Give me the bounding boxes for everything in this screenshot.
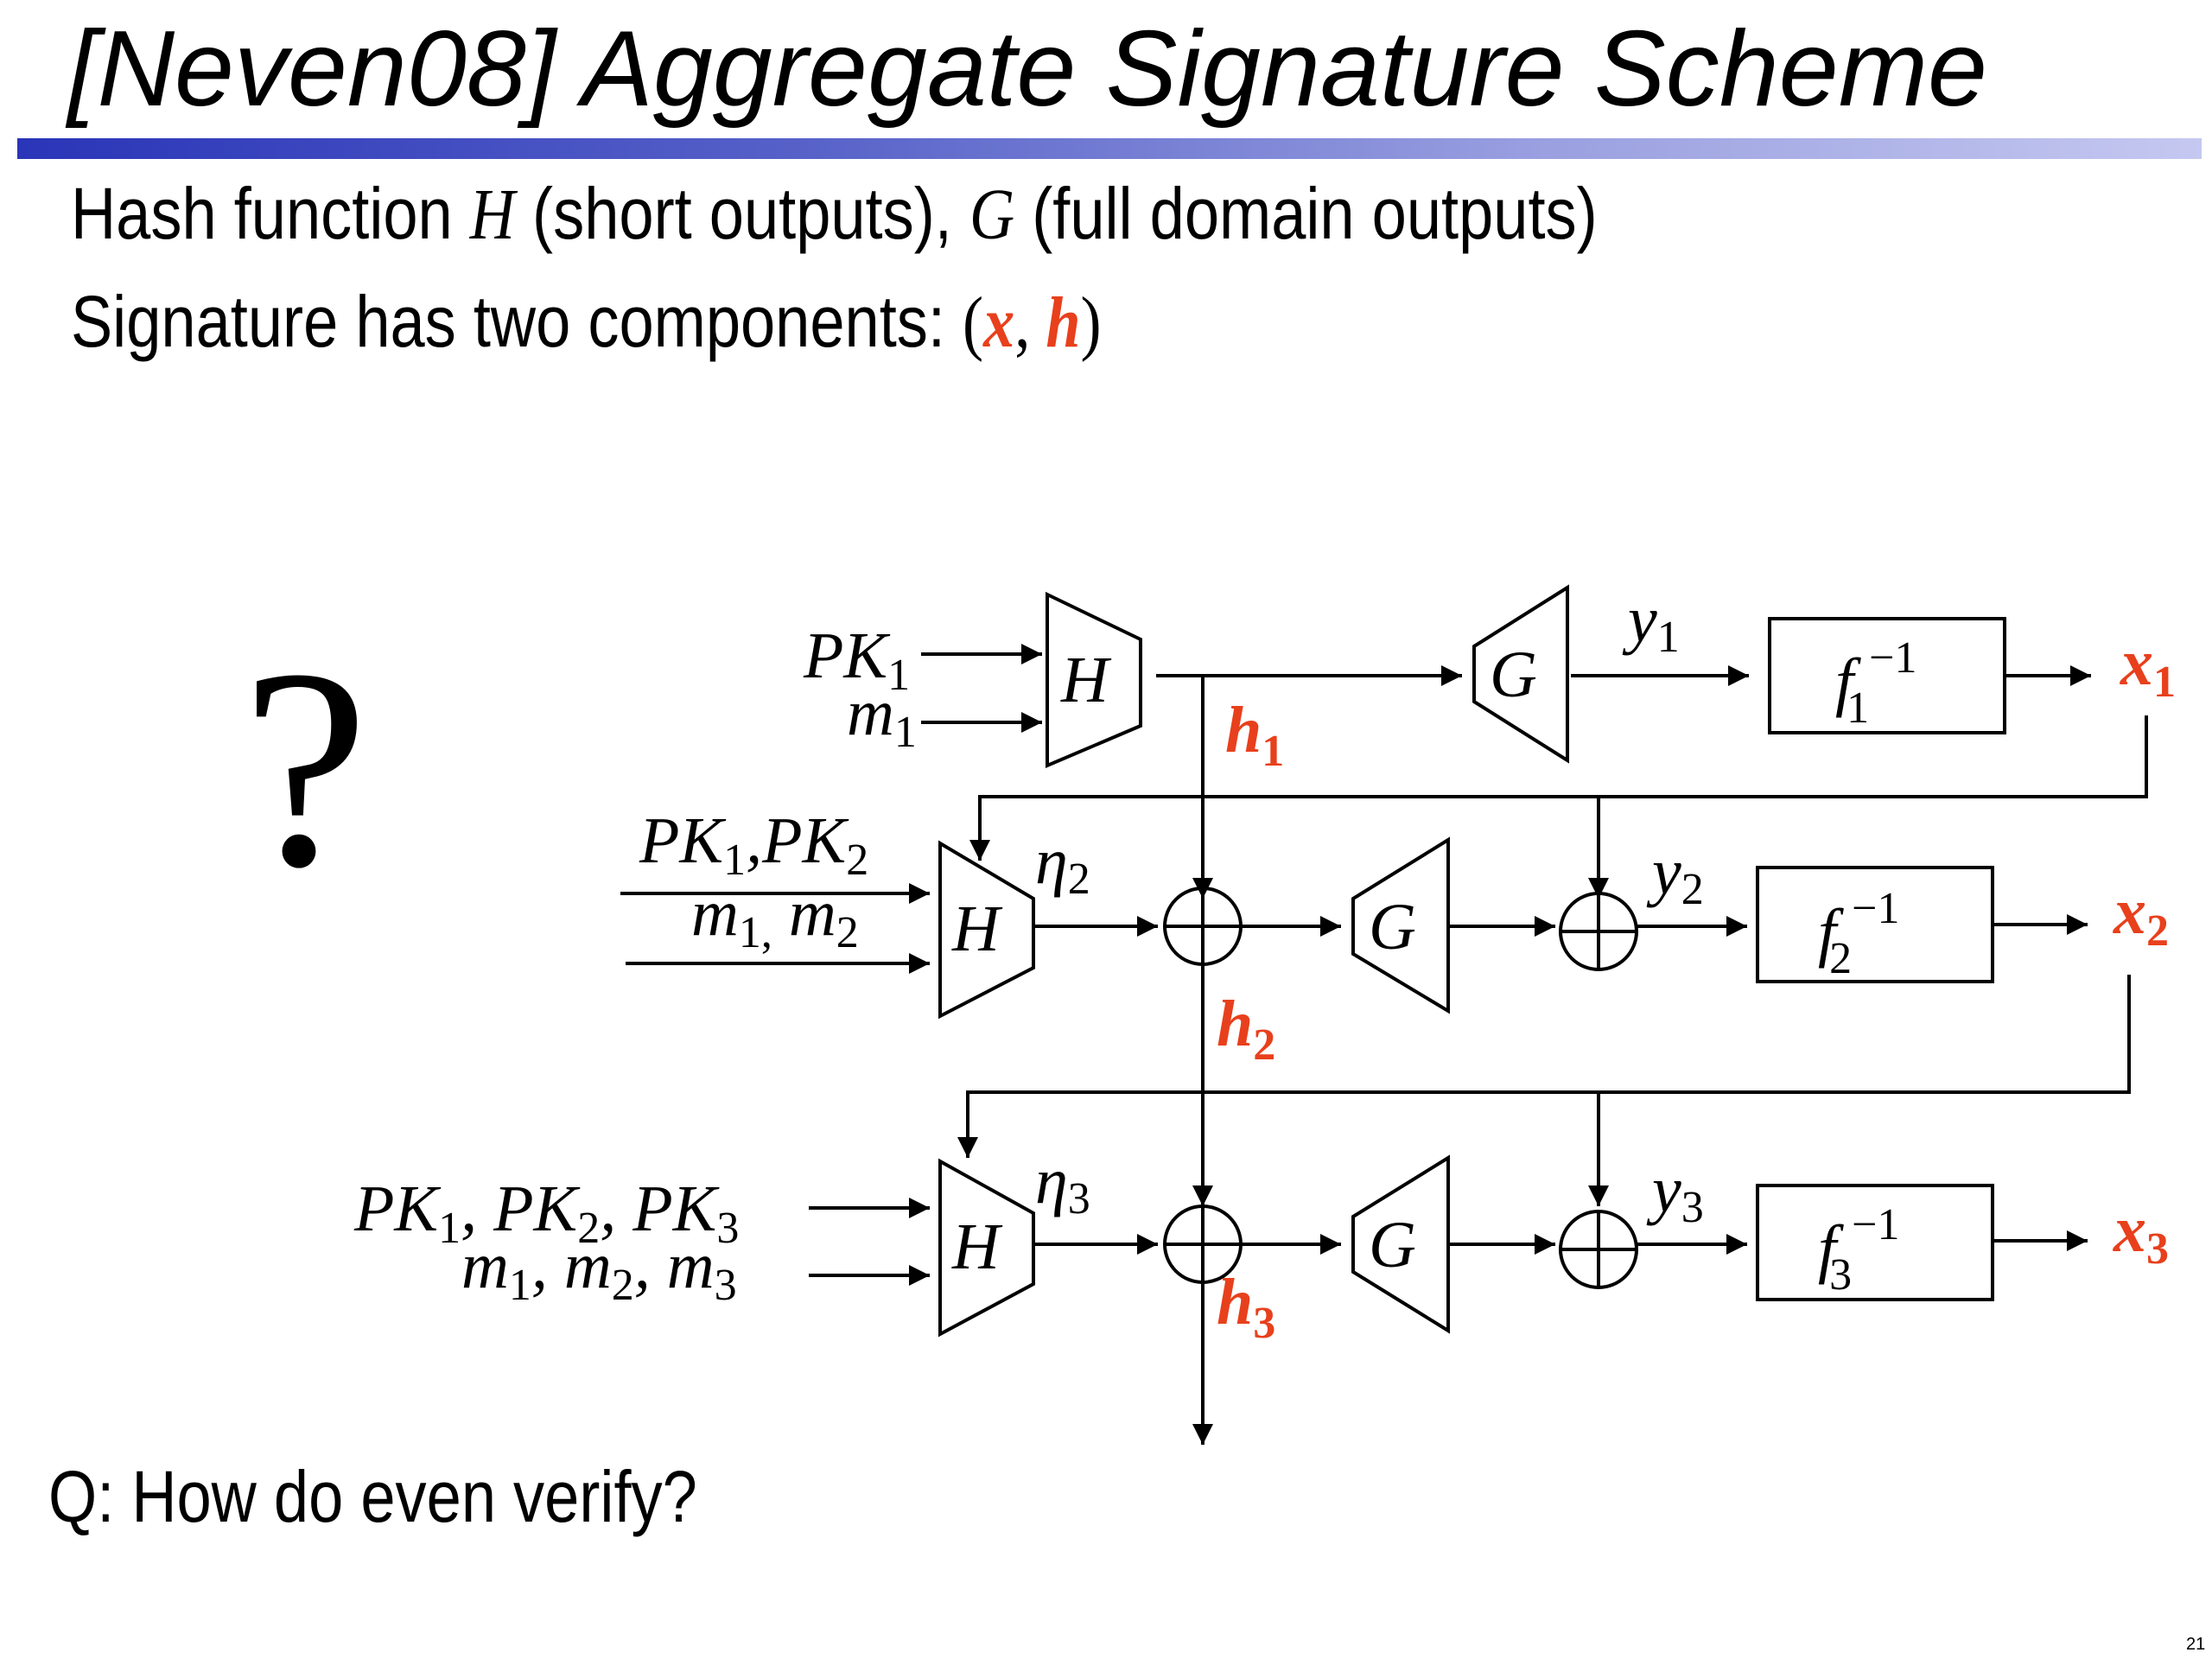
row3-f-label: f3−1 — [1818, 1200, 1899, 1300]
row1-pk-label: PK1 — [803, 620, 910, 700]
row1-G-block — [1472, 584, 1569, 764]
x1-feedback-line — [969, 715, 2148, 861]
row2-m-label: m1, m2 — [691, 877, 859, 957]
hash-function-line: Hash function H (short outputs), G (full… — [71, 177, 1598, 251]
row1-f-label: f1−1 — [1835, 633, 1916, 733]
hash-text-1: Hash function — [71, 173, 470, 254]
row2-f-label: f2−1 — [1818, 884, 1899, 983]
row3-eta-label: η3 — [1035, 1145, 1090, 1224]
sig-comma: , — [1014, 283, 1046, 363]
row3-H-block — [938, 1158, 1035, 1338]
big-question-mark: ? — [242, 611, 368, 926]
row2-G-label: G — [1369, 891, 1416, 963]
hash-G-symbol: G — [969, 175, 1015, 255]
sig-text: Signature has two components: — [71, 281, 963, 362]
h2-label: h2 — [1217, 988, 1275, 1070]
sig-h-symbol: h — [1046, 283, 1081, 363]
verify-question: Q: How do even verify? — [48, 1456, 697, 1537]
row2-pk-label: PK1,PK2 — [639, 804, 868, 885]
signature-line: Signature has two components: (x, h) — [71, 285, 1102, 359]
title-underline-bar — [17, 138, 2202, 159]
row2-y-label: y2 — [1646, 836, 1704, 914]
row3-H-label: H — [951, 1211, 1003, 1283]
row2-eta-label: η2 — [1035, 825, 1090, 904]
page-number: 21 — [2186, 1635, 2206, 1654]
hash-H-symbol: H — [469, 175, 515, 255]
x2-feedback-line — [957, 975, 2131, 1158]
h1-label: h1 — [1225, 694, 1284, 776]
row2-G-block — [1351, 836, 1450, 1014]
hash-text-3: (full domain outputs) — [1014, 173, 1598, 254]
row3-G-label: G — [1369, 1209, 1416, 1281]
row1-G-label: G — [1490, 639, 1537, 711]
row1-m-label: m1 — [847, 677, 917, 757]
x3-output-label: x3 — [2113, 1193, 2169, 1274]
row1-H-label: H — [1060, 644, 1112, 716]
row3-m-label: m1, m2, m3 — [461, 1230, 737, 1310]
hash-text-2: (short outputs), — [514, 173, 969, 254]
x1-output-label: x1 — [2120, 626, 2176, 707]
sig-close-paren: ) — [1080, 283, 1102, 363]
row3-pk-label: PK1, PK2, PK3 — [353, 1173, 739, 1253]
x2-output-label: x2 — [2113, 875, 2169, 956]
row3-y-label: y3 — [1646, 1154, 1704, 1232]
sig-open-paren: ( — [963, 283, 984, 363]
h3-label: h3 — [1217, 1266, 1275, 1348]
row2-H-block — [938, 840, 1035, 1020]
sig-x-symbol: x — [983, 283, 1015, 363]
slide-title: [Neven08] Aggregate Signature Scheme — [67, 10, 1987, 129]
row2-H-label: H — [951, 893, 1003, 965]
row3-G-block — [1351, 1154, 1450, 1334]
row1-H-block — [1046, 591, 1142, 769]
row1-y-label: y1 — [1622, 583, 1680, 662]
